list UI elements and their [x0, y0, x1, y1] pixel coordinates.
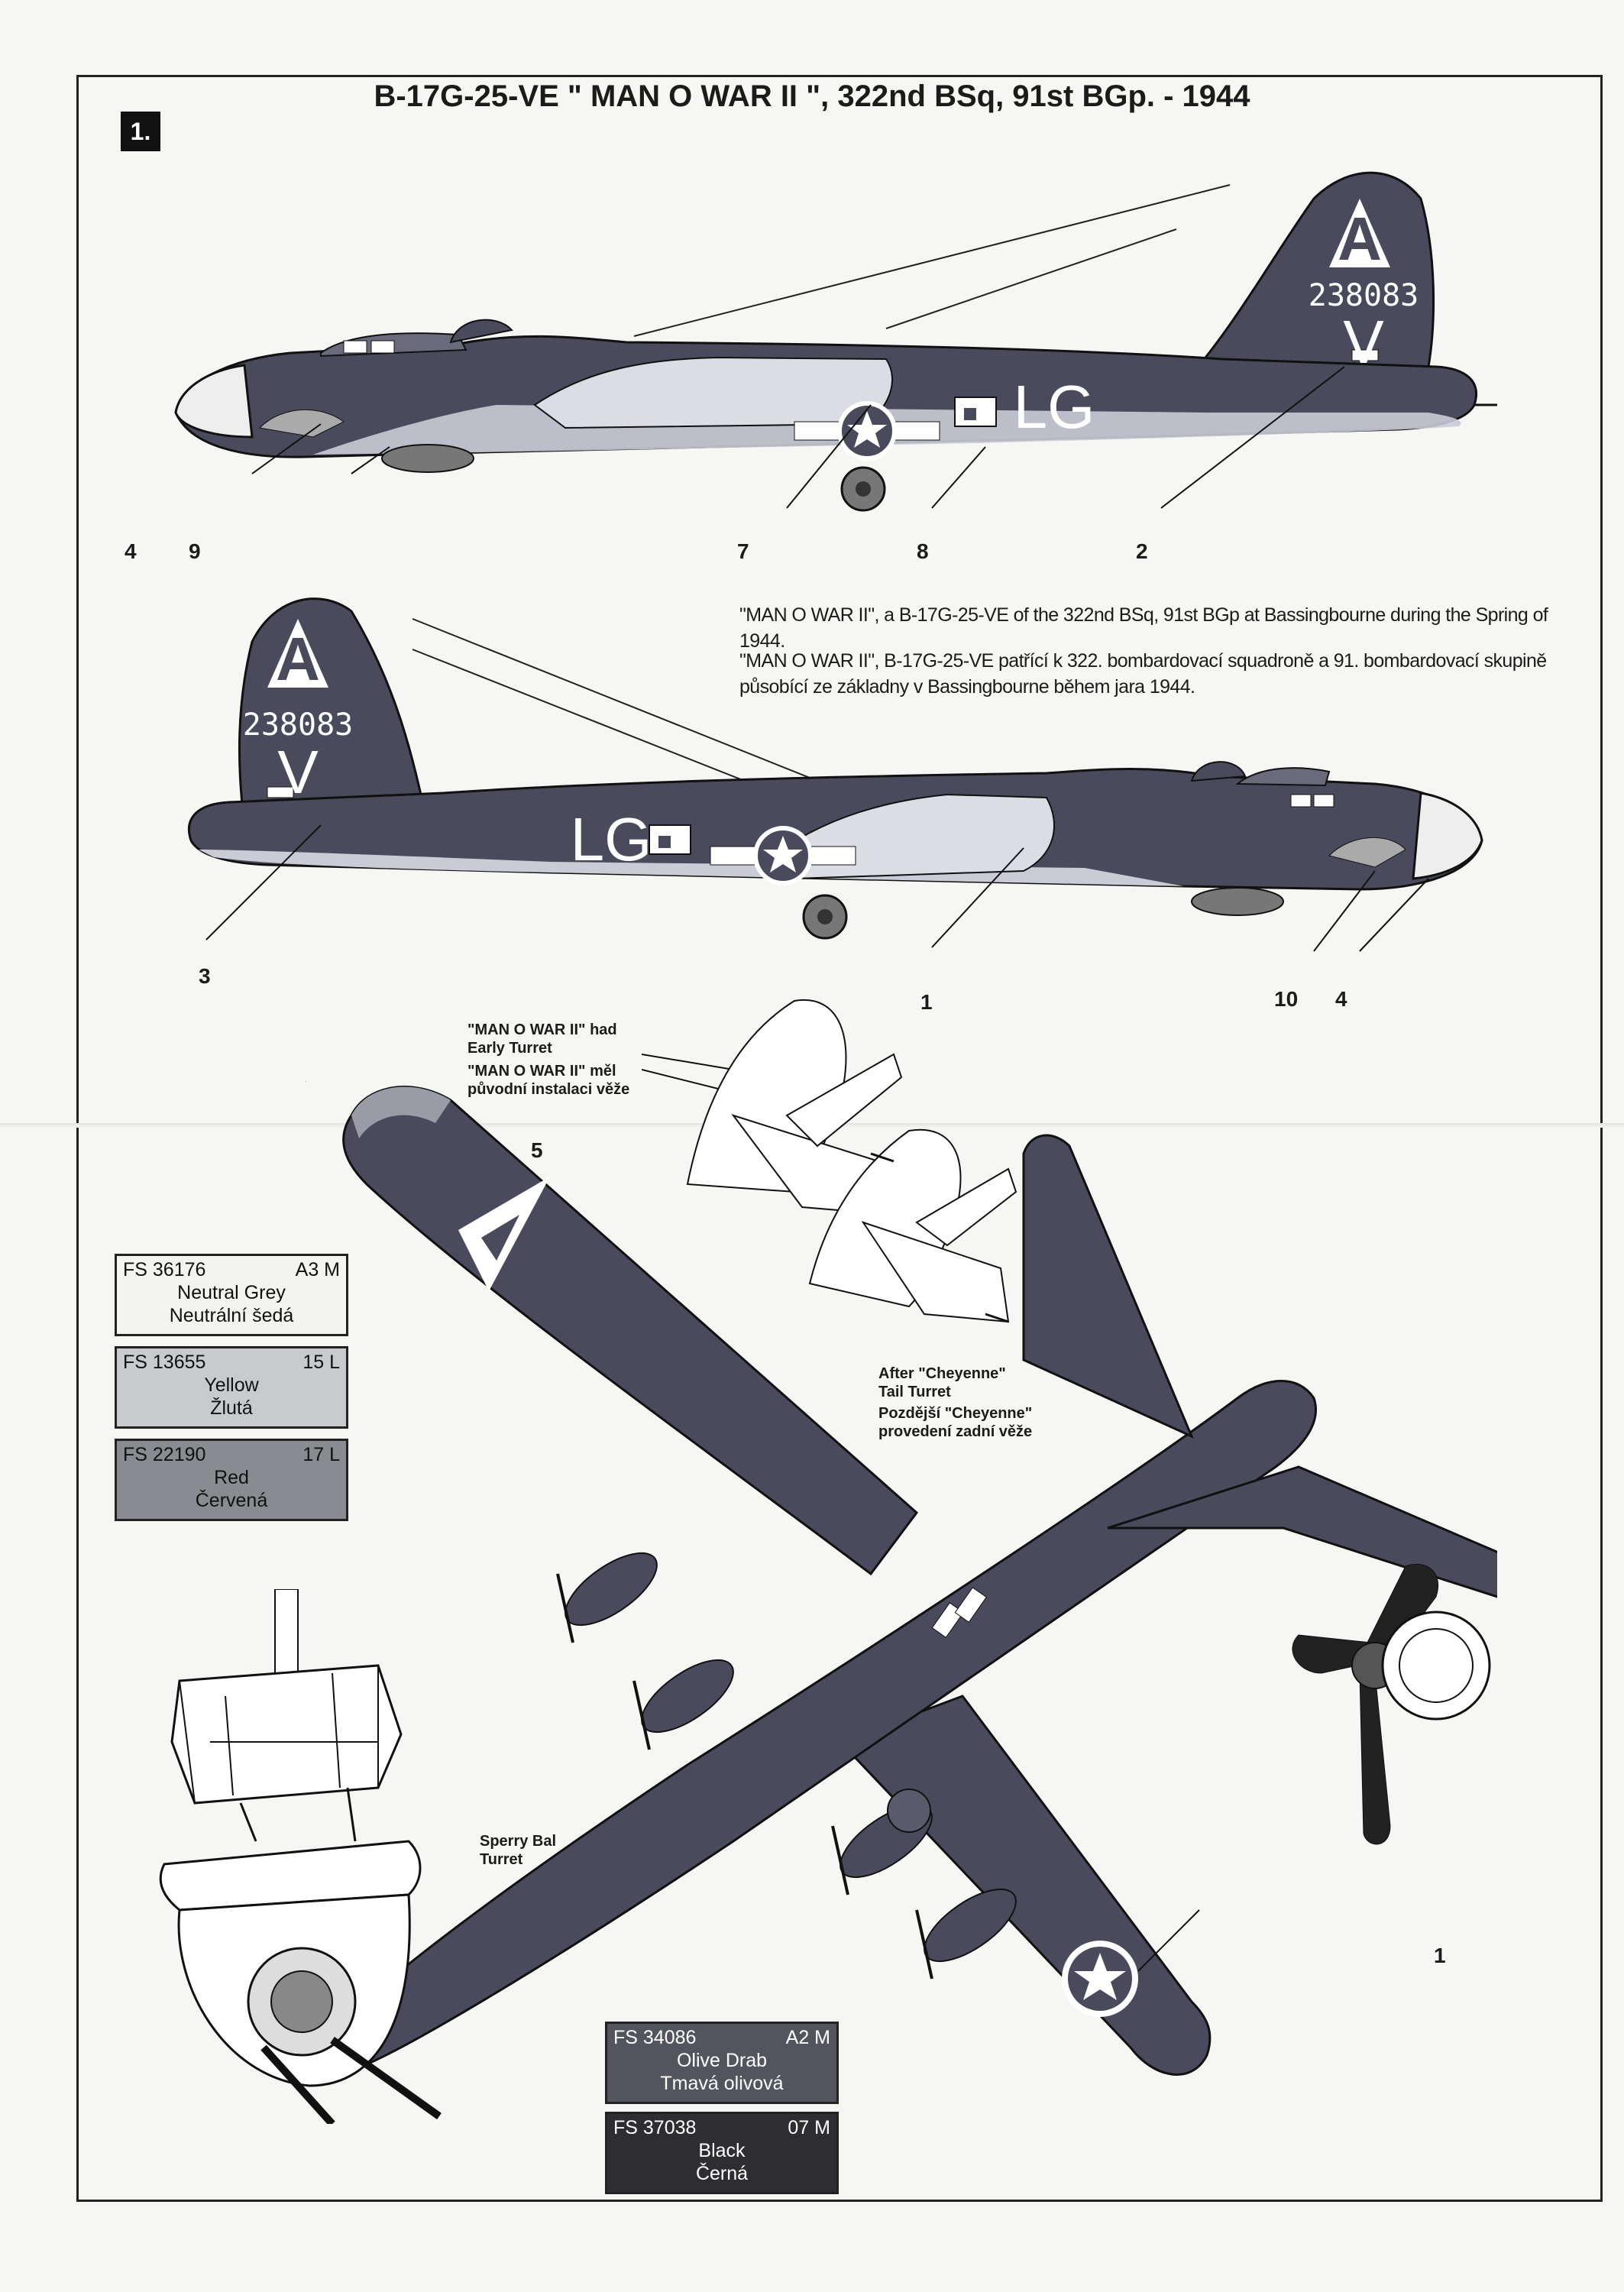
page-frame: [76, 75, 1603, 2202]
squadron-code-right: LG: [571, 805, 652, 873]
scheme-number-badge: 1.: [121, 112, 160, 151]
tail-letter-v: V: [1343, 308, 1384, 376]
tail-serial: 238083: [1309, 278, 1419, 313]
side-profile-right: A 238083 V LG: [188, 597, 1483, 952]
callout-10: 10: [1274, 987, 1299, 1011]
tail-turret-details: [642, 999, 1017, 1323]
cheyenne-turret-note: After "Cheyenne" Tail Turret Pozdější "C…: [878, 1365, 1033, 1440]
callout-2: 2: [1136, 539, 1148, 563]
tail-serial-right: 238083: [243, 707, 354, 743]
swatch-yellow: FS 13655 15 L Yellow Žlutá: [115, 1346, 348, 1429]
callout-8: 8: [917, 539, 929, 563]
tail-letter-a: A: [1338, 205, 1382, 273]
description-cz-line1: "MAN O WAR II", B-17G-25-VE patřící k 32…: [739, 650, 1547, 672]
side-profile-left: A 238083 V LG: [174, 171, 1497, 512]
callout-1b: 1: [1434, 1944, 1446, 1967]
ball-turret-note: Sperry Bal Turret: [480, 1833, 557, 1868]
plan-view: [306, 1081, 1497, 2076]
callout-9: 9: [189, 539, 201, 563]
tail-letter-a-right: A: [276, 625, 320, 693]
callout-7: 7: [737, 539, 749, 563]
callout-4b: 4: [1335, 987, 1347, 1011]
swatch-olive-drab: FS 34086 A2 M Olive Drab Tmavá olivová: [605, 2022, 839, 2104]
callout-5: 5: [531, 1138, 543, 1162]
callout-4a: 4: [125, 539, 137, 563]
early-turret-note: "MAN O WAR II" had Early Turret "MAN O W…: [467, 1021, 630, 1098]
swatch-red: FS 22190 17 L Red Červená: [115, 1439, 348, 1521]
swatch-neutral-grey: FS 36176 A3 M Neutral Grey Neutrální šed…: [115, 1254, 348, 1336]
callout-1a: 1: [920, 990, 933, 1014]
description-en: "MAN O WAR II", a B-17G-25-VE of the 322…: [739, 604, 1548, 652]
squadron-code: LG: [1014, 373, 1095, 441]
swatch-black: FS 37038 07 M Black Černá: [605, 2112, 839, 2194]
tail-letter-v-right: V: [277, 738, 319, 806]
ball-turret-drawing: [159, 1589, 442, 2124]
description-cz-line2: působící ze základny v Bassingbourne běh…: [739, 676, 1195, 698]
page-title: B-17G-25-VE " MAN O WAR II ", 322nd BSq,…: [374, 79, 1250, 113]
callout-3: 3: [199, 964, 211, 988]
